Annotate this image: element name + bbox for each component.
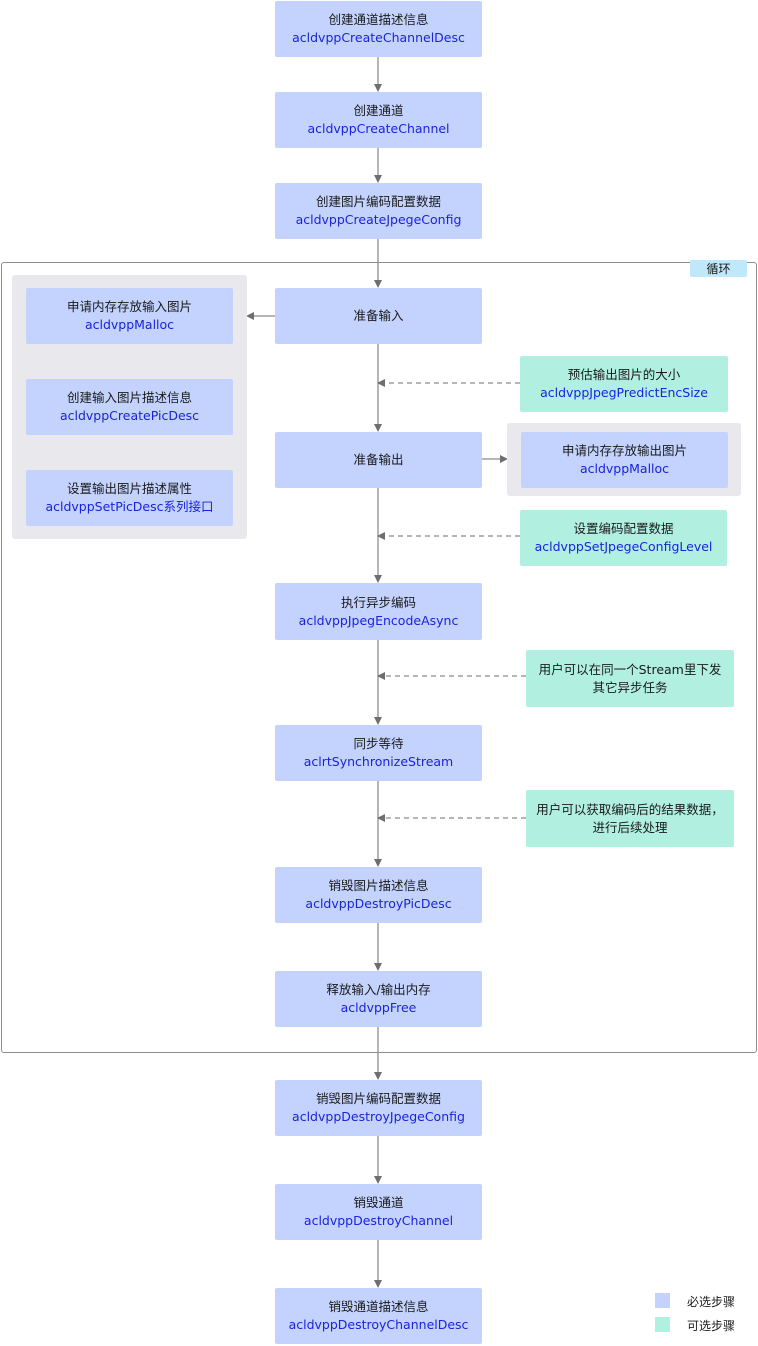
step-title: 设置编码配置数据 (573, 521, 674, 536)
note-line-1: 用户可以在同一个Stream里下发 (538, 661, 722, 677)
step-title: 设置输出图片描述属性 (66, 481, 192, 496)
step-api: acldvppDestroyChannelDesc (288, 1317, 469, 1332)
step-destroy-channel-desc: 销毁通道描述信息 acldvppDestroyChannelDesc (275, 1288, 482, 1344)
step-api: acldvppCreateJpegeConfig (295, 212, 462, 227)
step-api: aclrtSynchronizeStream (303, 754, 454, 769)
legend-required-label: 必选步骤 (687, 1295, 736, 1309)
step-title: 申请内存存放输出图片 (561, 443, 687, 458)
step-api: acldvppDestroyChannel (303, 1213, 454, 1228)
step-malloc-input: 申请内存存放输入图片 acldvppMalloc (26, 288, 233, 344)
step-prepare-input: 准备输入 (275, 288, 482, 344)
step-title: 执行异步编码 (340, 594, 416, 610)
note-result-data: 用户可以获取编码后的结果数据， 进行后续处理 (526, 790, 734, 847)
step-api: acldvppCreateChannel (307, 121, 450, 136)
step-set-pic-desc: 设置输出图片描述属性 acldvppSetPicDesc系列接口 (26, 470, 233, 526)
step-destroy-channel: 销毁通道 acldvppDestroyChannel (275, 1184, 482, 1240)
step-api: acldvppDestroyJpegeConfig (292, 1109, 465, 1124)
step-free-memory: 释放输入/输出内存 acldvppFree (275, 971, 482, 1027)
loop-frame (1, 262, 757, 1053)
loop-label: 循环 (690, 260, 747, 277)
step-title: 准备输出 (353, 452, 404, 467)
step-sync-wait: 同步等待 aclrtSynchronizeStream (275, 725, 482, 781)
step-malloc-output: 申请内存存放输出图片 acldvppMalloc (521, 432, 728, 488)
note-line-2: 其它异步任务 (592, 679, 668, 695)
step-api: acldvppMalloc (84, 317, 175, 332)
step-encode-async: 执行异步编码 acldvppJpegEncodeAsync (275, 583, 482, 640)
step-title: 创建输入图片描述信息 (66, 390, 192, 405)
step-title: 销毁通道描述信息 (328, 1299, 429, 1314)
step-api: acldvppMalloc (579, 461, 670, 476)
step-api: acldvppCreateChannelDesc (292, 30, 465, 45)
step-api: acldvppDestroyPicDesc (305, 896, 452, 911)
step-title: 销毁图片编码配置数据 (315, 1091, 441, 1106)
step-create-channel: 创建通道 acldvppCreateChannel (275, 92, 482, 148)
note-line-2: 进行后续处理 (592, 819, 668, 835)
step-title: 准备输入 (353, 308, 404, 323)
step-predict-enc-size: 预估输出图片的大小 acldvppJpegPredictEncSize (520, 356, 728, 412)
step-title: 销毁通道 (353, 1195, 404, 1210)
step-create-jpege-config: 创建图片编码配置数据 acldvppCreateJpegeConfig (275, 183, 482, 239)
step-set-config-level: 设置编码配置数据 acldvppSetJpegeConfigLevel (520, 510, 727, 566)
note-line-1: 用户可以获取编码后的结果数据， (536, 801, 724, 817)
step-title: 创建通道 (353, 103, 404, 118)
step-destroy-pic-desc: 销毁图片描述信息 acldvppDestroyPicDesc (275, 867, 482, 923)
step-api: acldvppCreatePicDesc (59, 408, 200, 423)
step-api: acldvppSetJpegeConfigLevel (534, 539, 713, 554)
step-title: 预估输出图片的大小 (567, 367, 681, 382)
legend-optional-label: 可选步骤 (687, 1319, 736, 1333)
step-title: 创建通道描述信息 (328, 12, 429, 27)
step-create-channel-desc: 创建通道描述信息 acldvppCreateChannelDesc (275, 1, 482, 57)
step-destroy-jpege-config: 销毁图片编码配置数据 acldvppDestroyJpegeConfig (275, 1080, 482, 1136)
legend-required-swatch (655, 1293, 670, 1308)
step-title: 同步等待 (353, 736, 404, 751)
step-title: 创建图片编码配置数据 (315, 194, 441, 209)
step-api: acldvppFree (340, 1000, 417, 1015)
step-prepare-output: 准备输出 (275, 432, 482, 488)
step-api: acldvppJpegPredictEncSize (540, 385, 708, 400)
step-create-input-pic-desc: 创建输入图片描述信息 acldvppCreatePicDesc (26, 379, 233, 435)
step-api: acldvppSetPicDesc系列接口 (45, 499, 214, 514)
step-api: acldvppJpegEncodeAsync (298, 612, 459, 628)
legend-optional-swatch (655, 1317, 670, 1332)
note-other-async-tasks: 用户可以在同一个Stream里下发 其它异步任务 (526, 650, 734, 707)
step-title: 释放输入/输出内存 (326, 982, 431, 997)
step-title: 申请内存存放输入图片 (66, 299, 192, 314)
step-title: 销毁图片描述信息 (328, 878, 429, 893)
